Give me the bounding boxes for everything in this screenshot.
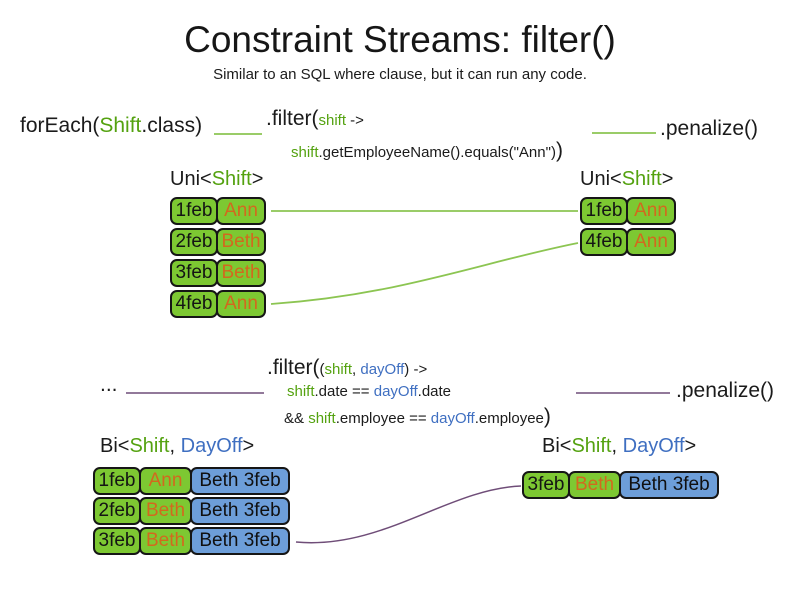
code-token-var: shift — [291, 144, 319, 161]
employee-cell: Ann — [626, 197, 676, 225]
type-token-shift: Shift — [211, 168, 252, 190]
date-cell: 4feb — [170, 290, 218, 318]
code-token: .employee — [474, 410, 544, 427]
type-token: > — [251, 168, 264, 190]
dayoff-cell: Beth 3feb — [619, 471, 719, 499]
code-token: .date — [417, 383, 452, 400]
table-row: 2feb Beth — [170, 228, 266, 256]
type-token: Uni< — [580, 168, 622, 190]
type-token-dayoff: DayOff — [622, 435, 685, 457]
code-token: .date == — [314, 383, 374, 400]
dayoff-cell: Beth 3feb — [190, 467, 290, 495]
code-token-close-paren: ) — [543, 405, 551, 428]
table-row: 1feb Ann — [170, 197, 266, 225]
employee-cell: Ann — [626, 228, 676, 256]
code-token-shift-class: Shift — [99, 114, 142, 137]
purple-connector-3feb — [295, 485, 522, 544]
green-connector-4feb — [270, 242, 579, 305]
code-token: .employee == — [335, 410, 431, 427]
code-token: .filter( — [266, 107, 319, 130]
table-row: 3feb Beth Beth 3feb — [522, 471, 719, 499]
code-token-var: dayOff — [430, 410, 475, 427]
code-token-var: shift — [308, 410, 336, 427]
type-token: > — [661, 168, 674, 190]
code-filter-bottom-line2: shift.date == dayOff.date — [287, 383, 451, 400]
bi-left-header: Bi<Shift, DayOff> — [100, 435, 254, 458]
employee-cell: Ann — [139, 467, 192, 495]
type-token: , — [611, 435, 623, 457]
employee-cell: Beth — [568, 471, 621, 499]
code-penalize-bottom: .penalize() — [676, 379, 775, 402]
table-row: 1feb Ann — [580, 197, 676, 225]
date-cell: 3feb — [93, 527, 141, 555]
code-token-close-paren: ) — [555, 139, 563, 162]
date-cell: 4feb — [580, 228, 628, 256]
code-token-lambda-param2: dayOff — [360, 361, 405, 378]
code-token: ( — [319, 361, 325, 378]
type-token: > — [684, 435, 697, 457]
code-filter-bottom-line1: .filter((shift, dayOff) -> — [267, 356, 427, 380]
uni-left-table: 1feb Ann 2feb Beth 3feb Beth 4feb Ann — [170, 197, 266, 318]
code-token-var: shift — [287, 383, 315, 400]
date-cell: 1feb — [170, 197, 218, 225]
type-token: > — [242, 435, 255, 457]
page-subtitle: Similar to an SQL where clause, but it c… — [213, 66, 587, 83]
table-row: 1feb Ann Beth 3feb — [93, 467, 290, 495]
code-token: .filter( — [267, 356, 320, 379]
type-token-shift: Shift — [571, 435, 612, 457]
code-token: forEach( — [20, 114, 100, 137]
table-row: 2feb Beth Beth 3feb — [93, 497, 290, 525]
code-token: && — [284, 410, 309, 427]
employee-cell: Beth — [216, 259, 266, 287]
type-token-dayoff: DayOff — [180, 435, 243, 457]
table-row: 4feb Ann — [170, 290, 266, 318]
employee-cell: Beth — [139, 497, 192, 525]
bi-left-table: 1feb Ann Beth 3feb 2feb Beth Beth 3feb 3… — [93, 467, 290, 555]
dayoff-cell: Beth 3feb — [190, 527, 290, 555]
code-token: ) — [404, 361, 410, 378]
code-token-lambda-param: shift — [318, 112, 347, 129]
bi-right-table: 3feb Beth Beth 3feb — [522, 471, 719, 499]
uni-right-table: 1feb Ann 4feb Ann — [580, 197, 676, 256]
date-cell: 2feb — [170, 228, 218, 256]
date-cell: 3feb — [170, 259, 218, 287]
code-token: .getEmployeeName().equals("Ann") — [318, 144, 556, 161]
code-filter-top-line1: .filter(shift -> — [266, 107, 364, 131]
employee-cell: Ann — [216, 290, 266, 318]
type-token-shift: Shift — [621, 168, 662, 190]
code-token-arrow: -> — [346, 112, 364, 129]
type-token: Bi< — [542, 435, 572, 457]
page-title: Constraint Streams: filter() — [184, 19, 616, 60]
type-token-shift: Shift — [129, 435, 170, 457]
code-ellipsis: ... — [100, 373, 118, 396]
code-filter-bottom-line3: && shift.employee == dayOff.employee) — [284, 405, 551, 429]
type-token: Bi< — [100, 435, 130, 457]
table-row: 4feb Ann — [580, 228, 676, 256]
code-penalize-top: .penalize() — [660, 117, 759, 140]
employee-cell: Beth — [139, 527, 192, 555]
table-row: 3feb Beth Beth 3feb — [93, 527, 290, 555]
type-token: Uni< — [170, 168, 212, 190]
employee-cell: Beth — [216, 228, 266, 256]
uni-right-header: Uni<Shift> — [580, 168, 673, 191]
date-cell: 1feb — [580, 197, 628, 225]
code-token-var: dayOff — [373, 383, 418, 400]
code-token: .class) — [141, 114, 203, 137]
uni-left-header: Uni<Shift> — [170, 168, 263, 191]
code-token: , — [352, 361, 361, 378]
date-cell: 2feb — [93, 497, 141, 525]
code-foreach: forEach(Shift.class) — [20, 114, 202, 138]
code-token-arrow: -> — [409, 361, 428, 378]
date-cell: 3feb — [522, 471, 570, 499]
date-cell: 1feb — [93, 467, 141, 495]
code-filter-top-line2: shift.getEmployeeName().equals("Ann")) — [291, 139, 563, 163]
table-row: 3feb Beth — [170, 259, 266, 287]
code-token-lambda-param1: shift — [324, 361, 353, 378]
type-token: , — [169, 435, 181, 457]
dayoff-cell: Beth 3feb — [190, 497, 290, 525]
bi-right-header: Bi<Shift, DayOff> — [542, 435, 696, 458]
employee-cell: Ann — [216, 197, 266, 225]
